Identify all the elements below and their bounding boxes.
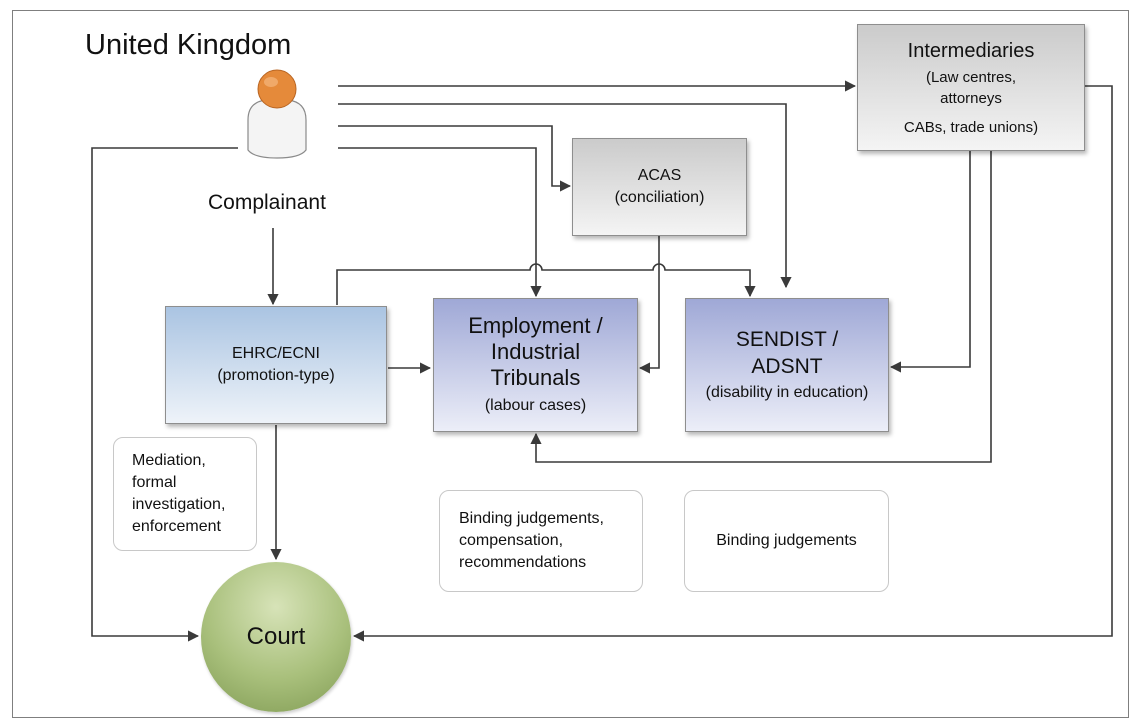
tribunals-note-line-3: recommendations	[459, 554, 587, 571]
arrow-ehrc-to-sendist	[336, 263, 756, 305]
sendist-subtitle: (disability in education)	[705, 384, 869, 401]
arrow-intermediaries-to-tribunals	[530, 151, 992, 463]
tribunals-line-2: Industrial	[490, 339, 581, 364]
ehrc-title: EHRC/ECNI	[231, 345, 320, 362]
ehrc-note-line-4: enforcement	[132, 518, 221, 535]
ehrc-subtitle: (promotion-type)	[217, 367, 335, 384]
court-node: Court	[201, 562, 351, 712]
sendist-note-line-1: Binding judgements	[716, 532, 857, 549]
ehrc-note-line-3: investigation,	[132, 496, 226, 513]
court-label: Court	[246, 623, 306, 650]
sendist-line-2: ADSNT	[751, 355, 823, 378]
arrow-intermediaries-to-sendist	[889, 151, 971, 373]
diagram-frame	[12, 10, 1129, 718]
intermediaries-title: Intermediaries	[907, 40, 1035, 62]
tribunals-subtitle: (labour cases)	[484, 397, 587, 414]
ehrc-note-line-2: formal	[132, 474, 177, 491]
tribunals-line-1: Employment /	[468, 313, 603, 338]
tribunals-note-line-1: Binding judgements,	[459, 510, 604, 527]
diagram-title: United Kingdom	[85, 29, 292, 61]
ehrc-box: EHRC/ECNI (promotion-type)	[165, 306, 387, 424]
sendist-notes: Binding judgements	[684, 490, 889, 592]
acas-title: ACAS	[637, 167, 682, 184]
arrow-complainant-to-court-left	[91, 147, 238, 642]
complainant-label: Complainant	[208, 191, 326, 214]
intermediaries-line-1: (Law centres,	[925, 69, 1017, 86]
intermediaries-box: Intermediaries (Law centres, attorneys C…	[857, 24, 1085, 151]
arrow-complainant-to-acas	[338, 125, 572, 192]
acas-subtitle: (conciliation)	[614, 189, 705, 206]
tribunals-note-line-2: compensation,	[459, 532, 564, 549]
tribunals-box: Employment / Industrial Tribunals (labou…	[433, 298, 638, 432]
intermediaries-line-3: CABs, trade unions)	[903, 119, 1039, 136]
arrow-complainant-to-tribunals	[338, 147, 542, 298]
tribunals-notes: Binding judgements, compensation, recomm…	[439, 490, 643, 592]
person-icon	[247, 69, 307, 159]
arrow-acas-to-tribunals	[638, 236, 660, 374]
arrow-intermediaries-to-court	[352, 85, 1113, 642]
sendist-box: SENDIST / ADSNT (disability in education…	[685, 298, 889, 432]
ehrc-note-line-1: Mediation,	[132, 452, 206, 469]
sendist-line-1: SENDIST /	[735, 328, 839, 351]
ehrc-notes: Mediation, formal investigation, enforce…	[113, 437, 257, 551]
acas-box: ACAS (conciliation)	[572, 138, 747, 236]
tribunals-line-3: Tribunals	[490, 365, 581, 390]
arrow-complainant-to-sendist	[338, 103, 792, 289]
intermediaries-line-2: attorneys	[940, 90, 1002, 107]
